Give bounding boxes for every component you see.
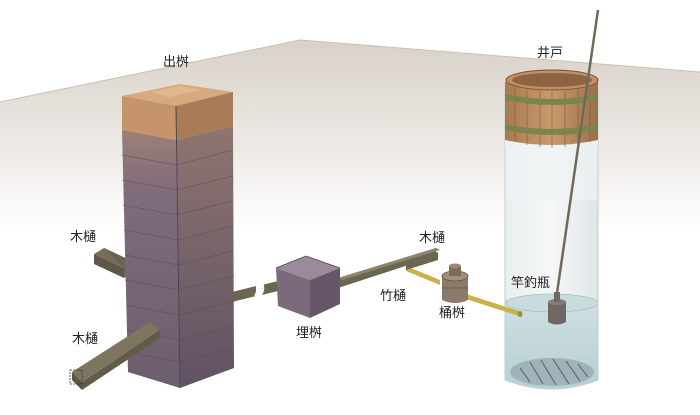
label-bucket-box: 桶桝: [439, 306, 466, 321]
ground-edge: [0, 39, 700, 103]
label-wooden-pipe-lower-left: 木樋: [72, 332, 99, 347]
wooden-pipe-middle: [232, 280, 282, 302]
label-well-bucket-pole: 竿釣瓶: [511, 276, 551, 291]
label-wooden-pipe-upper-left: 木樋: [70, 230, 97, 245]
well-hoop-lower: [505, 124, 598, 135]
label-bamboo-pipe: 竹樋: [380, 289, 407, 304]
bucket-box: [441, 263, 469, 303]
wooden-pipe-lower-left: [69, 322, 160, 390]
well-bucket-pole: [548, 9, 600, 325]
wooden-pipe-right: [338, 248, 440, 288]
wooden-pipe-right-end: [406, 252, 438, 270]
bamboo-pipe: [406, 266, 523, 317]
label-buried-box: 埋桝: [296, 326, 323, 341]
label-well: 井戸: [537, 46, 564, 61]
label-wooden-pipe-right: 木樋: [419, 231, 446, 246]
well-hoop-upper: [505, 94, 598, 105]
outlet-shaft: [121, 84, 235, 389]
label-outlet-box: 出桝: [163, 55, 190, 70]
buried-box: [275, 255, 341, 318]
well: [504, 69, 599, 390]
